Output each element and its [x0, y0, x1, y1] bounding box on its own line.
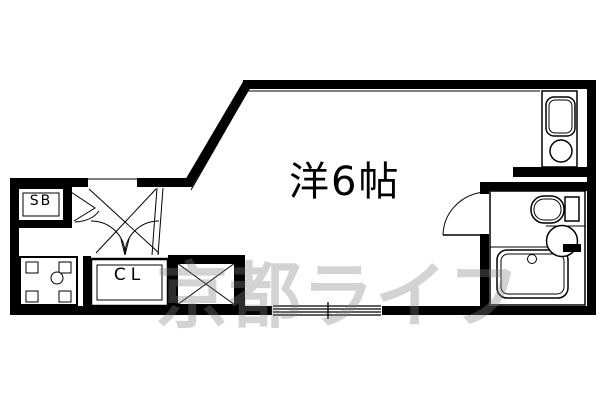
bathtub [496, 249, 569, 299]
washing-machine-pan [19, 256, 78, 306]
bathtub-drain [527, 254, 537, 264]
storage-right-wall [236, 262, 245, 306]
stove-burner [549, 139, 573, 163]
top-left-wall-b [137, 178, 187, 187]
bathroom-inner-wall [489, 190, 586, 306]
top-left-wall-a [10, 178, 88, 187]
storage-top-wall [168, 255, 245, 262]
kitchen-sink [545, 96, 576, 137]
bathroom [442, 190, 586, 306]
bath-top-wall [480, 182, 596, 191]
closet-door-arc-left [90, 220, 126, 255]
genkan-step-line-2 [157, 187, 164, 256]
entrance-door [67, 188, 160, 256]
toilet [530, 195, 580, 224]
shoebox-side-stub [63, 187, 72, 228]
toilet-tank [564, 196, 580, 222]
storage-cross-box [176, 262, 236, 306]
wash-basin [545, 224, 581, 258]
agency-watermark: 京都ライフ [156, 254, 522, 338]
room-size-label: 洋6帖 [289, 159, 401, 205]
left-wall [10, 178, 19, 315]
kitchen-bath-stub [513, 167, 590, 177]
top-wall [243, 80, 596, 89]
diagonal-wall [181, 80, 255, 187]
shoe-box-label: SB [29, 193, 53, 209]
washer-closet-divider [83, 256, 91, 306]
right-wall [587, 80, 596, 315]
front-door-arc [74, 210, 100, 223]
bottom-wall-right [381, 306, 596, 315]
front-door-leaf [67, 189, 96, 222]
closet-door-arc-right [124, 220, 160, 255]
bathroom-door-arc [442, 191, 487, 236]
closet-storage-divider [168, 255, 176, 306]
kitchen-unit [541, 90, 578, 168]
walls [10, 80, 596, 315]
shoebox-bottom-wall [18, 220, 72, 228]
kitchen-counter [541, 90, 578, 168]
closet-label: CL [113, 265, 146, 285]
drain-hole [50, 271, 64, 285]
shoe-box [17, 187, 65, 222]
bath-left-wall-lower [480, 234, 489, 306]
closet [89, 257, 170, 308]
bottom-wall-left [10, 306, 273, 315]
sliding-window [272, 302, 382, 319]
basin-faucet [563, 244, 581, 252]
